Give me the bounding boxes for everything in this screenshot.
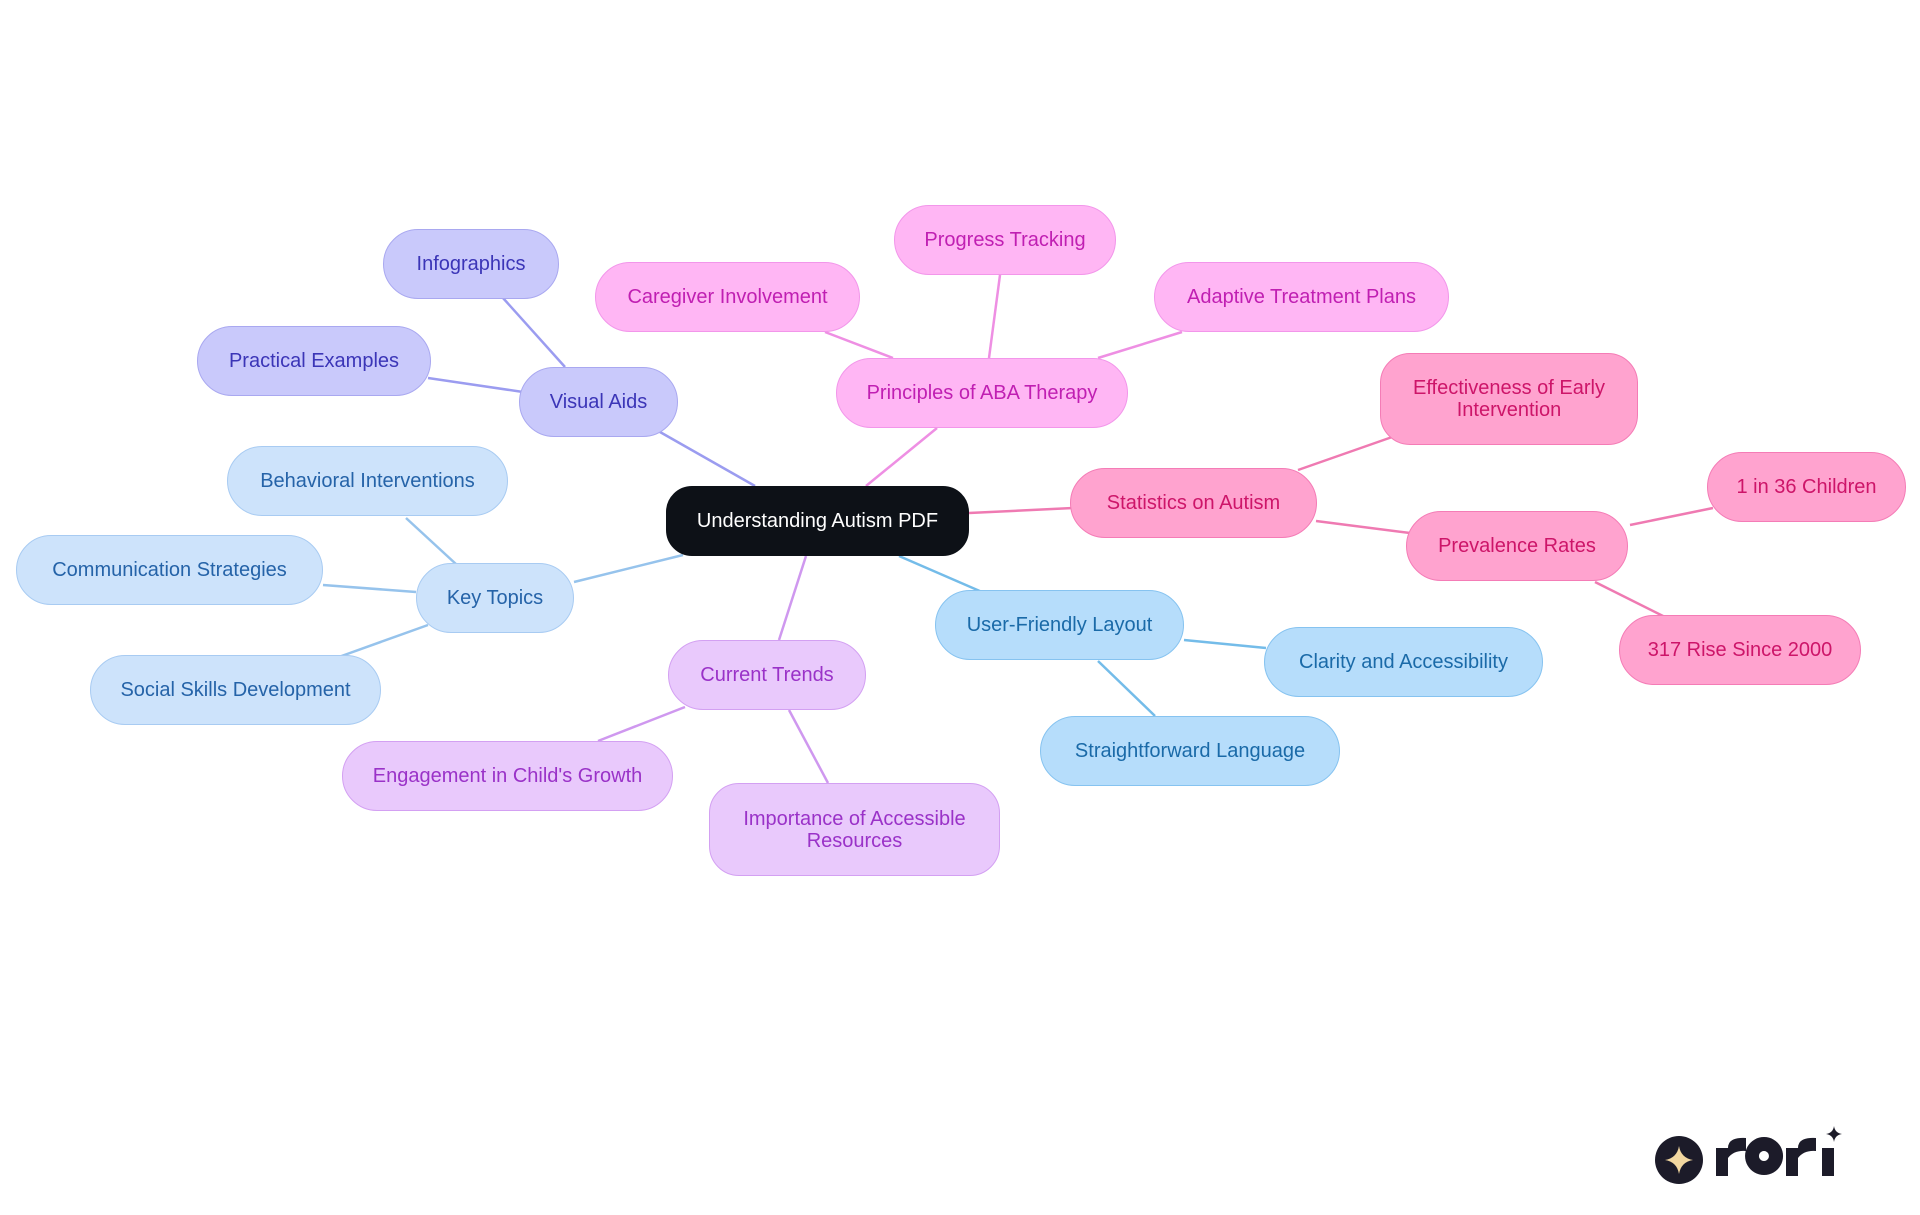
edge-root-statistics [968,506,1074,515]
edge-trends-resources [787,709,830,784]
node-current-trends[interactable]: Current Trends [668,640,866,710]
node-practical-examples[interactable]: Practical Examples [197,326,431,396]
node-communication-strategies[interactable]: Communication Strategies [16,535,323,605]
brand-logo [1655,1126,1842,1184]
node-statistics-autism[interactable]: Statistics on Autism [1070,468,1317,538]
edge-prevalence-1in36 [1629,506,1714,527]
node-317-rise[interactable]: 317 Rise Since 2000 [1619,615,1861,685]
node-prevalence-rates[interactable]: Prevalence Rates [1406,511,1628,581]
node-accessible-resources[interactable]: Importance of Accessible Resources [709,783,1000,876]
node-adaptive-treatment-plans[interactable]: Adaptive Treatment Plans [1154,262,1449,332]
node-behavioral-interventions[interactable]: Behavioral Interventions [227,446,508,516]
node-engagement-growth[interactable]: Engagement in Child's Growth [342,741,673,811]
edge-root-aba [865,427,938,487]
node-social-skills[interactable]: Social Skills Development [90,655,381,725]
node-progress-tracking[interactable]: Progress Tracking [894,205,1116,275]
node-caregiver-involvement[interactable]: Caregiver Involvement [595,262,860,332]
edge-aba-progress [987,274,1002,359]
edge-root-visual-aids [659,430,756,488]
edge-root-trends [777,555,808,641]
edge-root-key-topics [573,553,684,584]
node-principles-aba[interactable]: Principles of ABA Therapy [836,358,1128,428]
sparkle-icon [1665,1146,1693,1174]
node-user-friendly-layout[interactable]: User-Friendly Layout [935,590,1184,660]
edge-aba-caregiver [824,330,894,360]
node-key-topics[interactable]: Key Topics [416,563,574,633]
edge-prevalence-317 [1594,580,1668,620]
logo-wordmark [1716,1126,1842,1176]
edge-layout-language [1097,660,1156,717]
node-infographics[interactable]: Infographics [383,229,559,299]
edge-key-topics-social [335,623,429,660]
edge-layout-clarity [1183,638,1267,650]
edge-statistics-early-intervention [1297,434,1396,472]
edge-visual-aids-practical-examples [427,376,524,394]
edge-statistics-prevalence [1315,519,1411,535]
edge-key-topics-communication [322,583,417,594]
node-early-intervention[interactable]: Effectiveness of Early Intervention [1380,353,1638,445]
node-1-in-36[interactable]: 1 in 36 Children [1707,452,1906,522]
edge-root-layout [898,554,983,594]
edge-trends-engagement [597,705,686,743]
node-visual-aids[interactable]: Visual Aids [519,367,678,437]
node-straightforward-language[interactable]: Straightforward Language [1040,716,1340,786]
node-clarity-accessibility[interactable]: Clarity and Accessibility [1264,627,1543,697]
edge-visual-aids-infographics [502,297,566,368]
root-node[interactable]: Understanding Autism PDF [666,486,969,556]
edge-aba-adaptive [1097,330,1183,360]
edge-key-topics-behavioral [405,517,458,566]
